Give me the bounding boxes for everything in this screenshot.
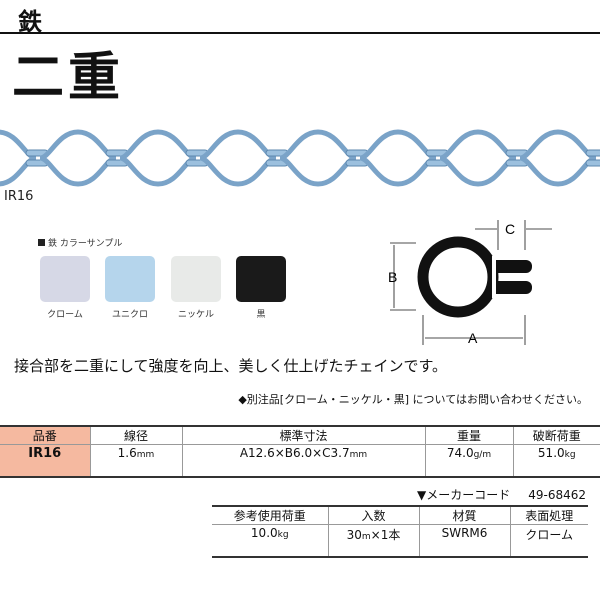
header-qty: 入数 <box>328 506 420 525</box>
product-description: 接合部を二重にして強度を向上、美しく仕上げたチェインです。 <box>14 357 448 375</box>
swatch-nickel <box>171 256 221 302</box>
table-header-row: 品番 線径 標準寸法 重量 破断荷重 <box>0 426 600 445</box>
svg-text:A: A <box>468 330 478 346</box>
custom-order-note: ◆別注品[クローム・ニッケル・黒] についてはお問い合わせください。 <box>238 393 588 406</box>
header-wire-dia: 線径 <box>90 426 183 445</box>
square-bullet-icon <box>38 239 45 246</box>
table-row: IR16 1.6mm A12.6×B6.0×C3.7mm 74.0g/m 51.… <box>0 444 600 477</box>
header-finish: 表面処理 <box>510 506 588 525</box>
cell-ref-load: 10.0kg <box>212 524 329 557</box>
table-header-row: 参考使用荷重 入数 材質 表面処理 <box>212 506 588 525</box>
swatch-label: 黒 <box>256 310 266 320</box>
svg-text:B: B <box>388 269 397 285</box>
category-label: 鉄 <box>18 8 42 36</box>
model-label: IR16 <box>4 189 34 204</box>
header-ref-load: 参考使用荷重 <box>212 506 329 525</box>
header-dims: 標準寸法 <box>182 426 426 445</box>
cell-wire-dia: 1.6mm <box>90 444 183 477</box>
swatch-label: クローム <box>47 310 83 320</box>
swatch-black <box>236 256 286 302</box>
color-sample-heading: 鉄 カラーサンプル <box>38 236 122 249</box>
cell-break-load: 51.0kg <box>537 446 576 460</box>
spec-table-1: 品番 線径 標準寸法 重量 破断荷重 IR16 1.6mm A12.6×B6.0… <box>0 425 600 478</box>
cell-finish: クローム <box>525 528 574 542</box>
swatch-chrome <box>40 256 90 302</box>
swatch-unichrome <box>105 256 155 302</box>
cell-part-no: IR16 <box>0 444 91 477</box>
header-part-no: 品番 <box>0 426 91 445</box>
svg-text:C: C <box>505 221 515 237</box>
cell-qty: 30m×1本 <box>328 524 420 557</box>
header-break-load: 破断荷重 <box>513 426 600 445</box>
header-material: 材質 <box>419 506 511 525</box>
swatch-label: ニッケル <box>177 310 214 320</box>
cell-material: SWRM6 <box>419 524 511 557</box>
cell-dims: A12.6×B6.0×C3.7mm <box>182 444 426 477</box>
table-row: 10.0kg 30m×1本 SWRM6 クローム <box>212 524 588 557</box>
swatch-label: ユニクロ <box>111 310 148 320</box>
header-weight: 重量 <box>425 426 514 445</box>
page-title: 二重 <box>12 48 125 108</box>
cell-weight: 74.0g/m <box>425 444 514 477</box>
dimension-diagram: B A C <box>388 220 552 346</box>
divider <box>0 32 600 34</box>
spec-table-2: 参考使用荷重 入数 材質 表面処理 10.0kg 30m×1本 SWRM6 クロ… <box>212 505 588 558</box>
chain-image <box>0 128 600 188</box>
